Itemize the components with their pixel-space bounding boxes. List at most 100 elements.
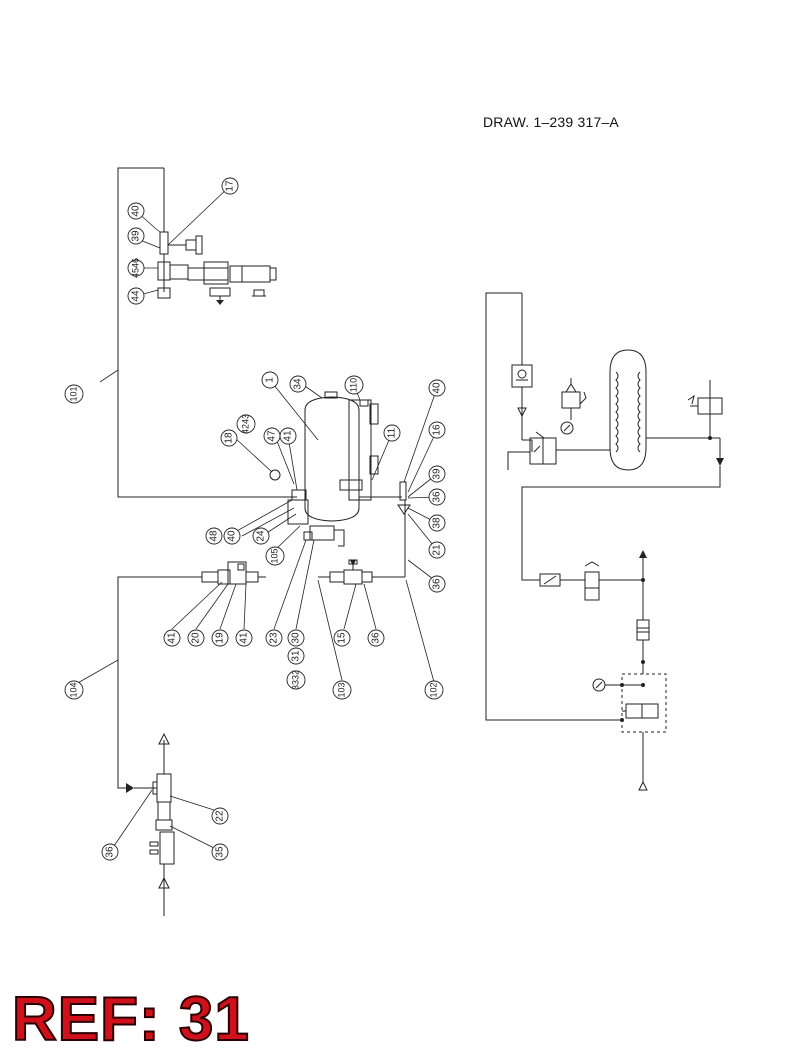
three-way-valve-symbol [507, 431, 610, 470]
svg-text:21: 21 [432, 544, 443, 556]
callout-17: 17 [221, 177, 239, 195]
svg-text:40: 40 [432, 382, 443, 394]
svg-text:41: 41 [167, 632, 178, 644]
return-line [521, 466, 721, 601]
svg-text:11: 11 [387, 427, 398, 438]
callout-18: 18 [220, 429, 238, 447]
svg-text:34: 34 [293, 378, 304, 390]
svg-text:40: 40 [131, 205, 142, 217]
callout-39: 39 [428, 465, 446, 483]
pipe-104 [117, 561, 266, 789]
callout-40: 40 [428, 379, 446, 397]
top-fitting-assembly [157, 231, 277, 305]
svg-text:22: 22 [215, 810, 226, 822]
svg-text:17: 17 [225, 180, 236, 192]
callout-110: 110 [344, 375, 364, 395]
callout-44: 44 [127, 287, 145, 305]
svg-text:31: 31 [291, 650, 302, 662]
svg-text:41: 41 [239, 632, 250, 644]
callout-19: 19 [211, 629, 229, 647]
svg-text:19: 19 [215, 632, 226, 644]
svg-text:41: 41 [283, 430, 294, 442]
svg-text:36: 36 [432, 491, 443, 503]
callout-40: 40 [223, 527, 241, 545]
svg-text:101: 101 [68, 386, 78, 401]
svg-text:44: 44 [131, 290, 142, 302]
callout-11: 11 [383, 424, 401, 442]
svg-text:4546: 4546 [130, 258, 140, 278]
svg-text:36: 36 [432, 578, 443, 590]
check-valve-symbol [511, 364, 533, 452]
receiver-tank [269, 391, 402, 547]
callout-36: 36 [428, 488, 446, 506]
callout-39: 39 [127, 227, 145, 245]
svg-text:23: 23 [269, 632, 280, 644]
svg-text:48: 48 [209, 530, 220, 542]
svg-text:36: 36 [371, 632, 382, 644]
pipe-101 [117, 167, 297, 498]
callout-30: 30 [287, 629, 305, 647]
callout-24: 24 [252, 527, 270, 545]
reference-label: REF: 31 [11, 984, 250, 1053]
callout-4243: 4243 [236, 414, 256, 434]
callout-22: 22 [211, 807, 229, 825]
callout-36: 36 [367, 629, 385, 647]
callout-101: 101 [64, 384, 84, 404]
callout-20: 20 [187, 629, 205, 647]
callout-35: 35 [211, 843, 229, 861]
svg-text:16: 16 [432, 424, 443, 436]
callout-41: 41 [163, 629, 181, 647]
callout-41: 41 [279, 427, 297, 445]
svg-text:24: 24 [256, 530, 267, 542]
callout-leaders [75, 185, 438, 849]
callout-41: 41 [235, 629, 253, 647]
svg-text:38: 38 [432, 517, 443, 529]
callout-3332: 3332 [286, 670, 306, 690]
svg-text:35: 35 [215, 846, 226, 858]
svg-text:18: 18 [224, 432, 235, 444]
svg-text:104: 104 [68, 682, 78, 697]
output-line [592, 550, 667, 791]
svg-text:103: 103 [336, 682, 346, 697]
callout-4546: 4546 [127, 258, 145, 278]
callout-31: 31 [287, 647, 305, 665]
svg-text:4243: 4243 [240, 414, 250, 434]
pipe-102 [372, 481, 411, 578]
drawing-number: DRAW. 1–239 317–A [483, 114, 619, 130]
callout-47: 47 [263, 427, 281, 445]
pipe-103 [318, 559, 373, 585]
svg-text:110: 110 [348, 378, 358, 392]
svg-text:15: 15 [337, 632, 348, 644]
svg-text:105: 105 [269, 548, 279, 563]
svg-text:1: 1 [265, 377, 276, 383]
callout-104: 104 [64, 680, 84, 700]
callout-21: 21 [428, 541, 446, 559]
svg-text:102: 102 [428, 682, 438, 697]
receiver-tank-symbol [609, 349, 720, 471]
svg-text:20: 20 [191, 632, 202, 644]
svg-text:39: 39 [432, 468, 443, 480]
callout-1: 1 [261, 371, 279, 389]
svg-text:30: 30 [291, 632, 302, 644]
callout-23: 23 [265, 629, 283, 647]
svg-text:40: 40 [227, 530, 238, 542]
callout-36: 36 [428, 575, 446, 593]
callout-48: 48 [205, 527, 223, 545]
svg-text:47: 47 [267, 430, 278, 442]
svg-text:36: 36 [105, 846, 116, 858]
callout-105: 105 [265, 546, 285, 566]
callout-16: 16 [428, 421, 446, 439]
svg-text:39: 39 [131, 230, 142, 242]
callout-40: 40 [127, 202, 145, 220]
pressure-regulator-symbol [560, 378, 587, 435]
manual-valve-symbol [687, 380, 724, 466]
svg-text:3332: 3332 [290, 670, 300, 690]
filter-assembly [126, 732, 175, 916]
callout-36: 36 [101, 843, 119, 861]
callout-102: 102 [424, 680, 444, 700]
callout-38: 38 [428, 514, 446, 532]
callout-15: 15 [333, 629, 351, 647]
callout-103: 103 [332, 680, 352, 700]
